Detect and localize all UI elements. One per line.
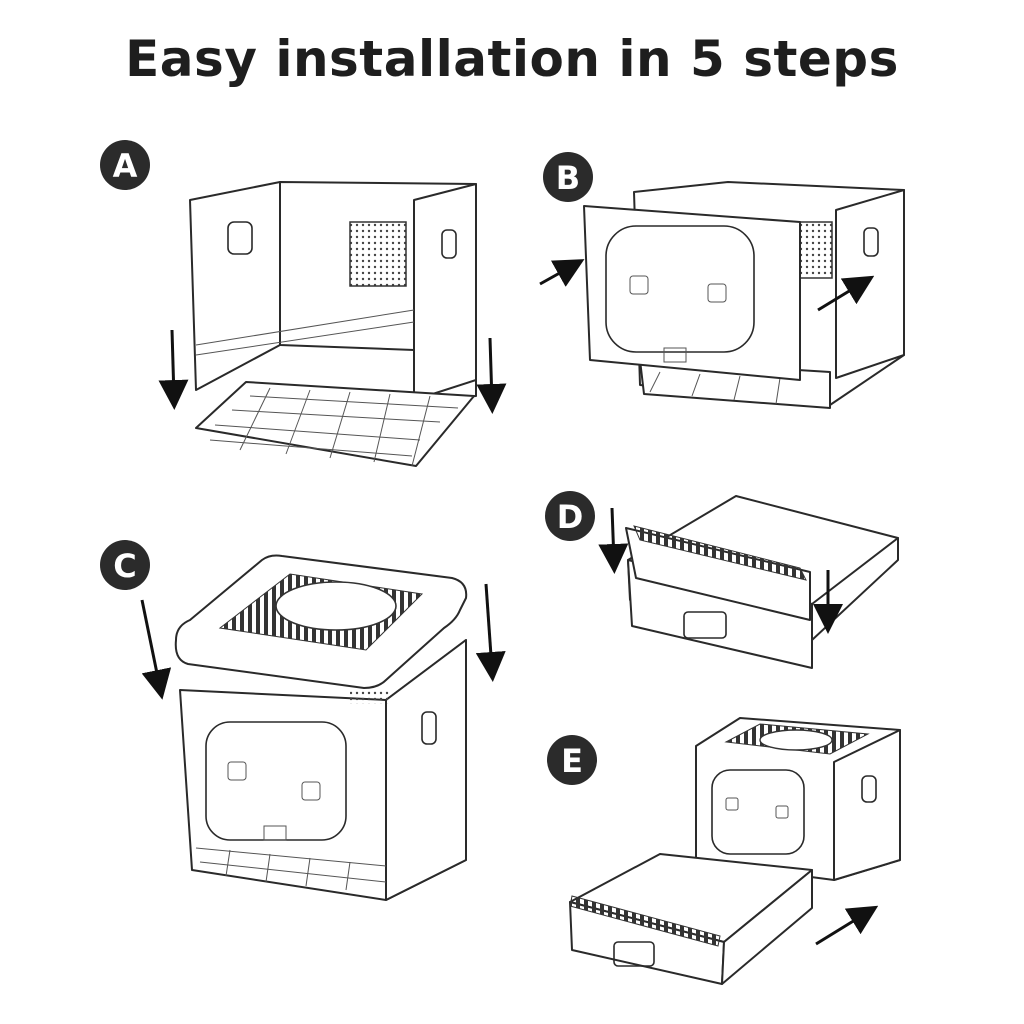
step-b-label: B <box>556 159 580 197</box>
step-d-badge: D <box>545 491 595 541</box>
step-b-illustration: B <box>539 152 905 409</box>
step-d-label: D <box>557 498 584 536</box>
step-a-illustration: A <box>100 140 507 467</box>
step-c-label: C <box>113 547 136 585</box>
step-e-badge: E <box>547 735 597 785</box>
step-a-badge: A <box>100 140 150 190</box>
step-c-illustration: C <box>100 540 506 901</box>
step-b-badge: B <box>543 152 593 202</box>
step-c-badge: C <box>100 540 150 590</box>
step-d-illustration: D <box>545 491 899 669</box>
step-a-label: A <box>113 147 138 185</box>
step-e-illustration: E <box>547 717 901 985</box>
step-e-label: E <box>561 742 583 780</box>
page-title: Easy installation in 5 steps <box>125 30 899 88</box>
